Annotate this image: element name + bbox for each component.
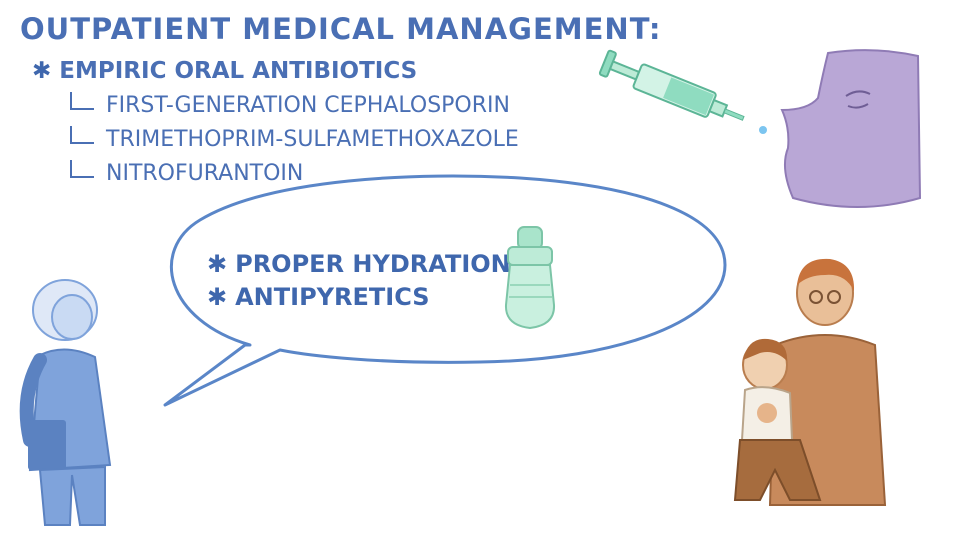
antibiotic-option: TRIMETHOPRIM-SULFAMETHOXAZOLE — [70, 126, 519, 152]
bubble-item: ✱PROPER HYDRATION — [207, 250, 511, 278]
bullet-star-icon: ✱ — [207, 283, 228, 311]
father-child-figure — [733, 258, 887, 506]
antibiotic-option: FIRST-GENERATION CEPHALOSPORIN — [70, 92, 510, 118]
tree-branch-icon — [70, 92, 94, 110]
tree-branch-icon — [70, 126, 94, 144]
antibiotic-option-label: NITROFURANTOIN — [106, 161, 304, 186]
main-bullet-label: EMPIRIC ORAL ANTIBIOTICS — [59, 58, 418, 84]
antibiotic-option-label: TRIMETHOPRIM-SULFAMETHOXAZOLE — [106, 127, 519, 152]
bubble-item: ✱ANTIPYRETICS — [207, 283, 430, 311]
antibiotic-option: NITROFURANTOIN — [70, 160, 303, 186]
patient-face-icon — [780, 49, 922, 208]
antibiotic-option-label: FIRST-GENERATION CEPHALOSPORIN — [106, 93, 510, 118]
bullet-star-icon: ✱ — [32, 58, 52, 84]
bubble-item-label: PROPER HYDRATION — [235, 250, 511, 278]
nurse-figure — [19, 279, 112, 526]
page-title: OUTPATIENT MEDICAL MANAGEMENT: — [20, 12, 662, 46]
bullet-star-icon: ✱ — [207, 250, 228, 278]
syringe-icon — [598, 49, 767, 134]
main-bullet-item: ✱ EMPIRIC ORAL ANTIBIOTICS — [32, 58, 417, 84]
sippy-cup-icon — [504, 226, 556, 330]
bubble-item-label: ANTIPYRETICS — [235, 283, 430, 311]
tree-branch-icon — [70, 160, 94, 178]
